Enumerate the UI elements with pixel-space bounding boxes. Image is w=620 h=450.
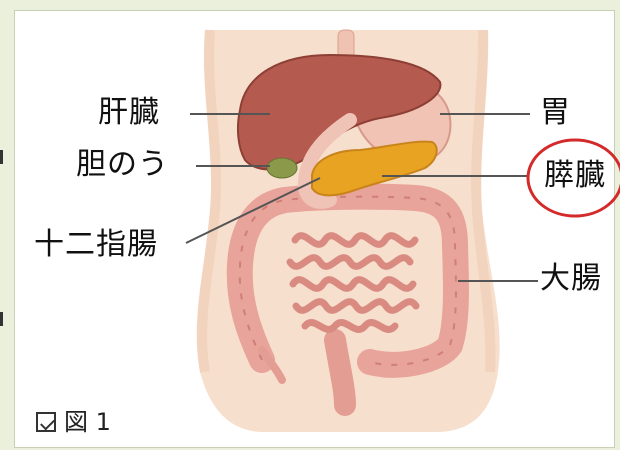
gallbladder-organ (267, 158, 297, 178)
label-stomach: 胃 (540, 98, 571, 128)
label-liver: 肝臓 (98, 98, 160, 128)
label-large-intestine: 大腸 (540, 264, 602, 294)
label-gallbladder: 胆のう (76, 150, 169, 180)
label-pancreas: 膵臓 (544, 161, 606, 191)
label-duodenum: 十二指腸 (34, 230, 158, 260)
figure-caption-text: 図 1 (64, 408, 111, 436)
figure-caption: 図 1 (36, 410, 111, 434)
rectum (335, 340, 345, 405)
checkbox-icon (36, 412, 56, 432)
